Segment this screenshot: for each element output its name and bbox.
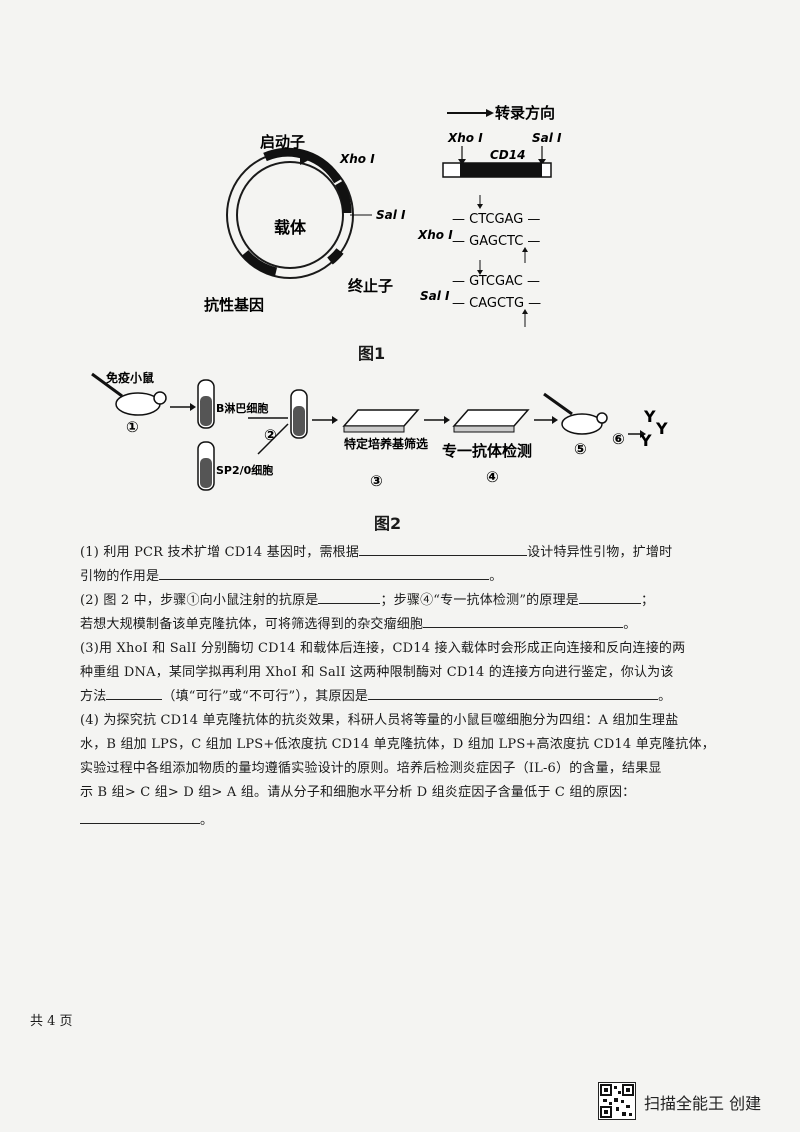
culture-plate-icon xyxy=(342,409,420,433)
question-3-line-2: 种重组 DNA，某同学拟再利用 XhoI 和 SalI 这两种限制酶对 CD14… xyxy=(80,665,674,680)
mouse-1-icon xyxy=(91,372,167,416)
sali-bottom-seq: — CAGCTG — xyxy=(452,296,541,311)
mouse-2-icon xyxy=(543,392,608,435)
antibody-y-1: Y xyxy=(643,407,656,426)
question-4-line-2: 水，B 组加 LPS，C 组加 LPS+低浓度抗 CD14 单克隆抗体，D 组加… xyxy=(80,737,715,752)
cd14-gene-diagram: 转录方向 Xho I Sal I CD14 Xho I — CTCGAG — —… xyxy=(417,104,562,327)
question-1-line-1: (1) 利用 PCR 技术扩增 CD14 基因时，需根据设计特异性引物，扩增时 xyxy=(80,541,720,565)
sp20-tube-icon xyxy=(197,441,215,491)
question-4-line-4: 示 B 组> C 组> D 组> A 组。请从分子和细胞水平分析 D 组炎症因子… xyxy=(80,785,636,800)
step-2-label: ② xyxy=(264,426,277,444)
gene-sali-label: Sal I xyxy=(532,131,562,145)
scanner-watermark: 扫描全能王 创建 xyxy=(644,1094,762,1113)
answer-blank-q2-culture[interactable] xyxy=(423,613,624,628)
question-1-line-2: 引物的作用是。 xyxy=(80,565,720,589)
question-3-line-3: 方法（填“可行”或“不可行”），其原因是。 xyxy=(80,685,720,709)
antibody-y-3: Y xyxy=(639,431,652,450)
xhoi-bottom-seq: — GAGCTC — xyxy=(452,234,540,249)
antibody-y-2: Y xyxy=(655,419,668,438)
figure-1: 载体 启动子 Xho I Sal I 终止子 抗性基因 转录方向 Xho I S… xyxy=(204,104,562,327)
selective-culture-label: 特定培养基筛选 xyxy=(344,436,428,451)
answer-blank-q1-primer-basis[interactable] xyxy=(359,541,528,556)
plasmid-sali-label: Sal I xyxy=(376,208,406,222)
step-6-label: ⑥ xyxy=(612,430,625,448)
question-4-line-1: (4) 为探究抗 CD14 单克隆抗体的抗炎效果，科研人员将等量的小鼠巨噬细胞分… xyxy=(80,713,679,728)
answer-blank-q1-primer-role[interactable] xyxy=(159,565,490,580)
b-cell-label: B淋巴细胞 xyxy=(216,401,268,415)
answer-blank-q3-reason[interactable] xyxy=(368,685,659,700)
answer-blank-q2-antigen[interactable] xyxy=(318,589,381,604)
step-4-label: ④ xyxy=(486,468,499,486)
step-5-label: ⑤ xyxy=(574,440,587,458)
sali-top-seq: — GTCGAC — xyxy=(452,274,540,289)
cd14-label: CD14 xyxy=(490,148,525,162)
sali-enzyme-label: Sal I xyxy=(420,289,450,303)
figure-1-caption: 图1 xyxy=(358,344,386,363)
fusion-tube-icon xyxy=(290,389,308,439)
answer-blank-q3-feasible[interactable] xyxy=(106,685,163,700)
figure-2: 免疫小鼠 ① B淋巴细胞 SP2/0细胞 ② 特定培养基筛选 ③ 专一抗体检测 … xyxy=(91,370,668,491)
question-2-line-2: 若想大规模制备该单克隆抗体，可将筛选得到的杂交瘤细胞。 xyxy=(80,613,720,637)
answer-blank-q2-principle[interactable] xyxy=(578,589,641,604)
question-4-line-3: 实验过程中各组添加物质的量均遵循实验设计的原则。培养后检测炎症因子（IL-6）的… xyxy=(80,761,662,776)
xhoi-enzyme-label: Xho I xyxy=(417,228,453,242)
transcription-direction-label: 转录方向 xyxy=(495,104,555,122)
vector-label: 载体 xyxy=(274,218,307,237)
step-3-label: ③ xyxy=(370,472,383,490)
antibody-detection-label: 专一抗体检测 xyxy=(442,442,532,460)
terminator-label: 终止子 xyxy=(348,277,393,295)
gene-xhoi-label: Xho I xyxy=(447,131,483,145)
step-1-label: ① xyxy=(126,418,139,436)
qr-code-icon xyxy=(598,1082,636,1120)
question-3-line-1: (3)用 XhoI 和 SalI 分别酶切 CD14 和载体后连接，CD14 接… xyxy=(80,641,686,656)
plasmid-xhoi-label: Xho I xyxy=(339,152,375,166)
xhoi-top-seq: — CTCGAG — xyxy=(452,212,540,227)
detection-plate-icon xyxy=(452,409,530,433)
figure-2-caption: 图2 xyxy=(374,514,402,533)
b-cell-tube-icon xyxy=(197,379,215,429)
answer-blank-q4-reason[interactable] xyxy=(80,809,200,824)
question-block: (1) 利用 PCR 技术扩增 CD14 基因时，需根据设计特异性引物，扩增时 … xyxy=(80,541,720,833)
question-4-line-5: 。 xyxy=(80,809,720,833)
immunize-mouse-label: 免疫小鼠 xyxy=(106,370,154,385)
page-number: 共 4 页 xyxy=(30,1014,73,1029)
question-2-line-1: (2) 图 2 中，步骤①向小鼠注射的抗原是；步骤④“专一抗体检测”的原理是； xyxy=(80,589,720,613)
plasmid-vector: 载体 启动子 Xho I Sal I 终止子 抗性基因 xyxy=(204,133,406,314)
resistance-gene-label: 抗性基因 xyxy=(204,296,264,314)
promoter-label: 启动子 xyxy=(260,133,305,151)
sp20-label: SP2/0细胞 xyxy=(216,463,273,477)
